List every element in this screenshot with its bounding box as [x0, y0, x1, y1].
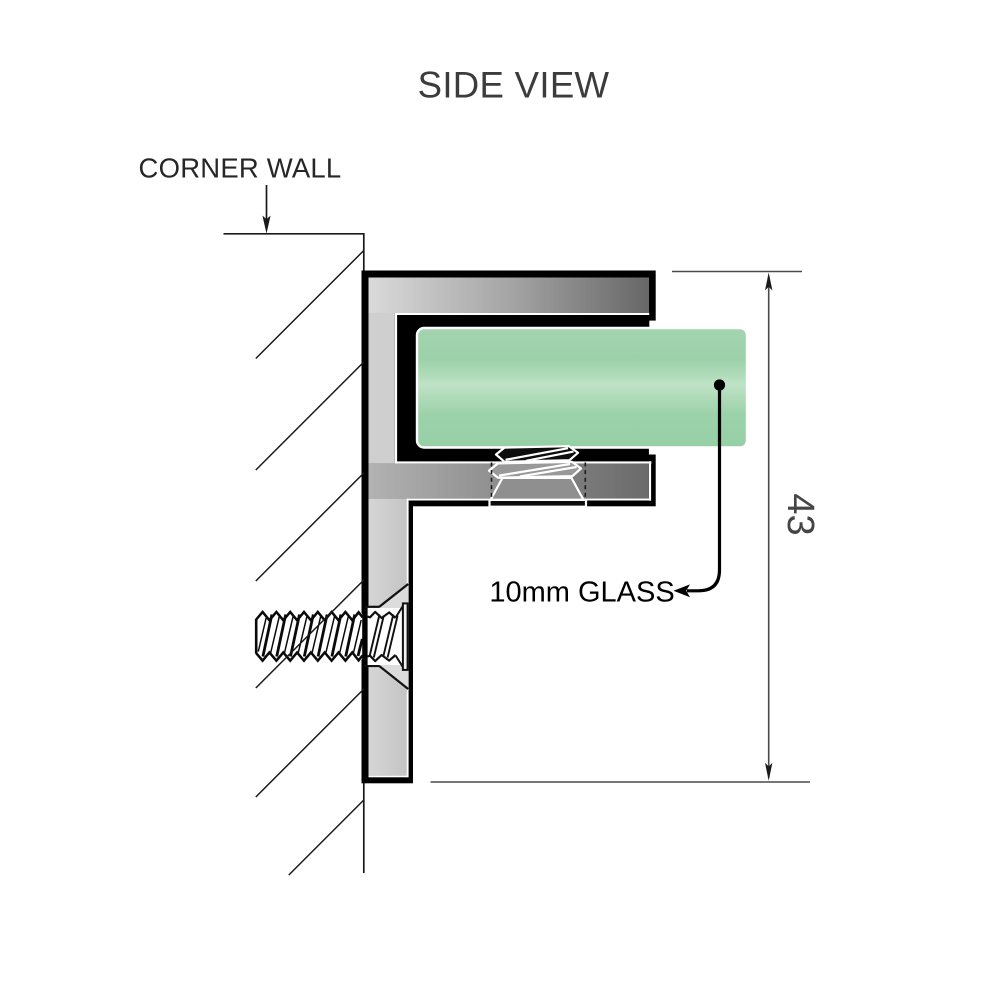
svg-text:10mm GLASS: 10mm GLASS [489, 577, 674, 609]
svg-text:CORNER WALL: CORNER WALL [139, 153, 342, 184]
svg-text:SIDE VIEW: SIDE VIEW [418, 65, 610, 106]
svg-text:43: 43 [779, 493, 821, 535]
